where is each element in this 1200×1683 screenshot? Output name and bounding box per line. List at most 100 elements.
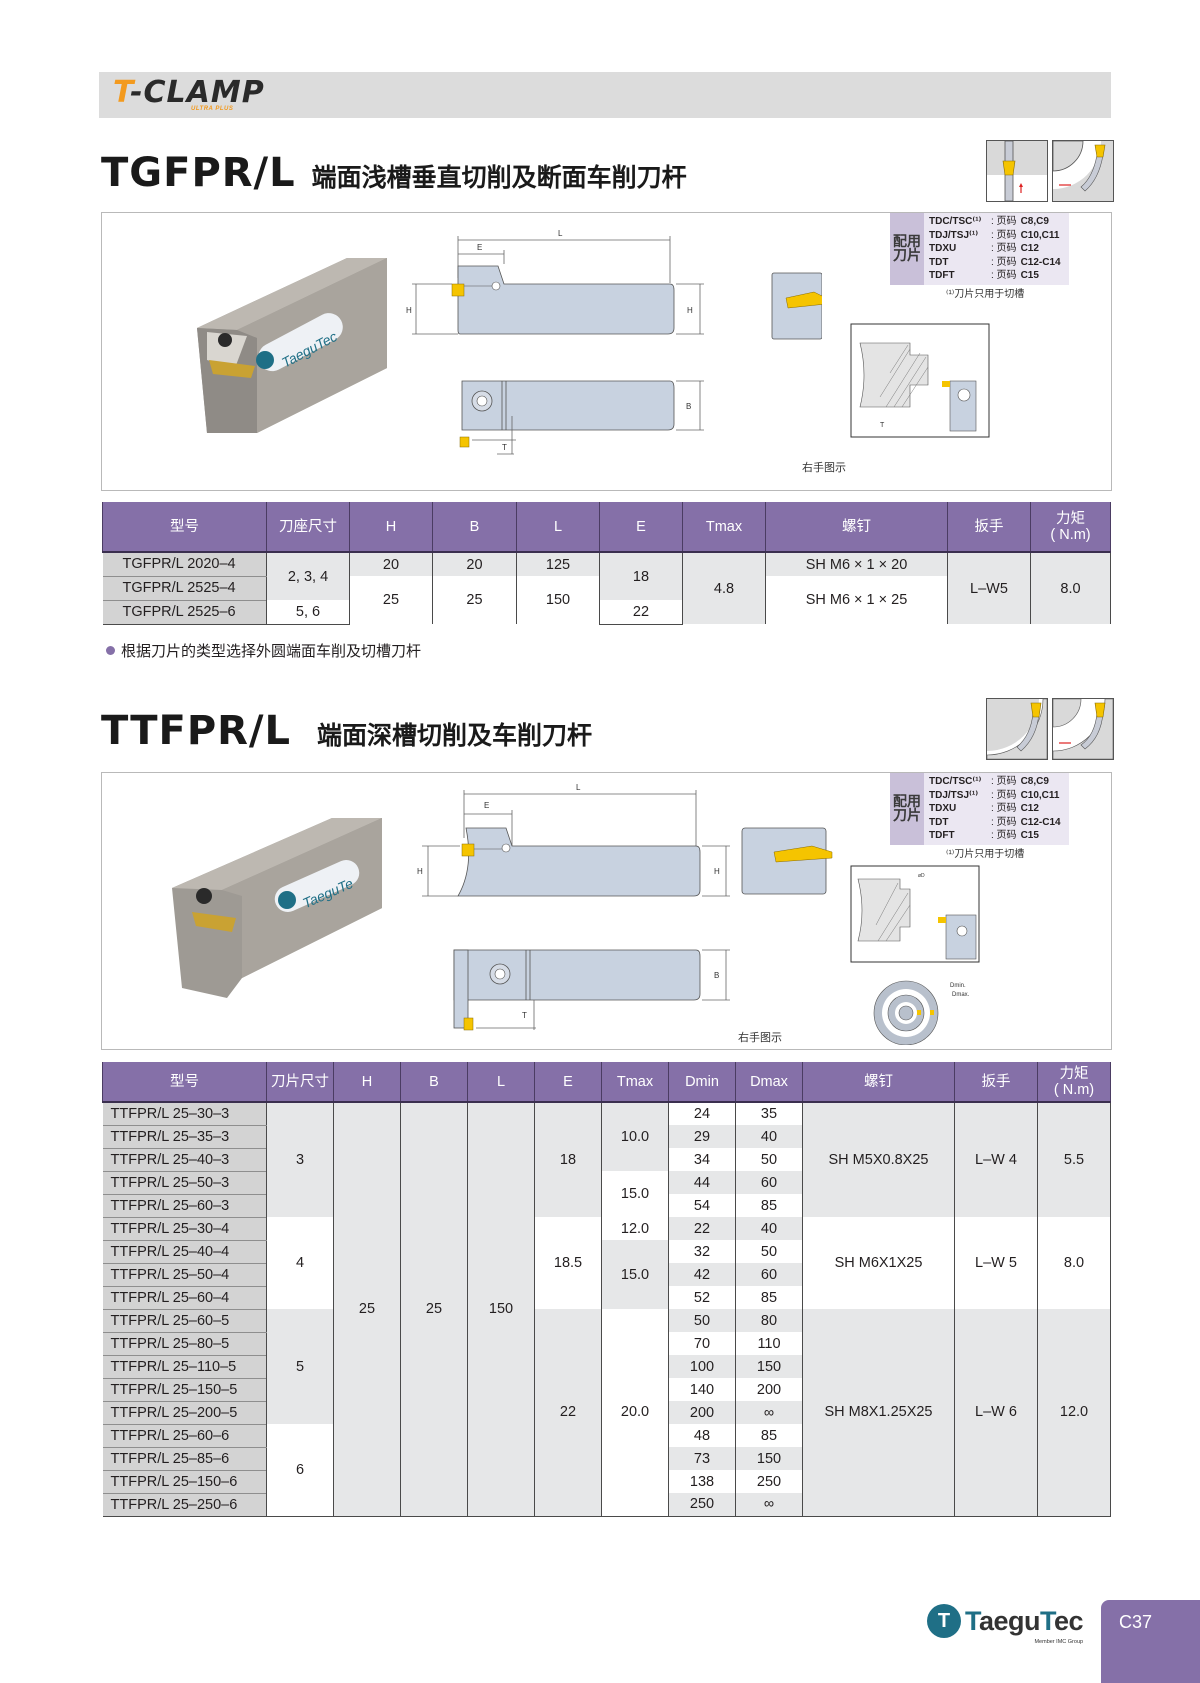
section2-figure-box: TaeguTe L E H H B T <box>101 772 1112 1050</box>
screw-cell: SH M6X1X25 <box>802 1217 955 1309</box>
dmax-cell: 110 <box>735 1332 803 1355</box>
header-e: E <box>534 1062 602 1102</box>
dmin-cell: 70 <box>668 1332 736 1355</box>
header-seat-size: 刀座尺寸 <box>266 502 350 552</box>
tmax-cell: 10.0 <box>601 1102 669 1171</box>
torque-cell: 12.0 <box>1037 1309 1111 1517</box>
model-cell: TTFPR/L 25–60–3 <box>102 1194 267 1218</box>
header-tmax: Tmax <box>682 502 766 552</box>
section1-application-thumbnails <box>986 140 1114 202</box>
header-torque: 力矩 ( N.m) <box>1037 1062 1111 1102</box>
e-cell: 22 <box>534 1309 602 1517</box>
dim-label-E: E <box>477 243 482 252</box>
dmin-cell: 34 <box>668 1148 736 1171</box>
e-cell: 18 <box>534 1102 602 1217</box>
section2-dimension-drawing: L E H H B T <box>417 783 833 1031</box>
torque-cell: 5.5 <box>1037 1102 1111 1217</box>
svg-text:E: E <box>484 801 489 810</box>
section2-spec-table: 型号 刀片尺寸 H B L E Tmax Dmin Dmax 螺钉 扳手 力矩 … <box>102 1062 1111 1517</box>
section1-figure-caption: 右手图示 <box>802 462 846 474</box>
tmax-cell: 20.0 <box>601 1309 669 1517</box>
section1-title: 端面浅槽垂直切削及断面车削刀杆 <box>311 163 687 192</box>
h-cell: 25 <box>333 1102 401 1517</box>
header-b: B <box>400 1062 468 1102</box>
insert-size-cell: 6 <box>266 1424 334 1517</box>
dmax-cell: 40 <box>735 1125 803 1148</box>
model-cell: TTFPR/L 25–60–4 <box>102 1286 267 1310</box>
section1-heading: TGFPR/L 端面浅槽垂直切削及断面车削刀杆 <box>101 150 687 196</box>
section2-figure-caption: 右手图示 <box>738 1032 782 1044</box>
dmin-cell: 48 <box>668 1424 736 1447</box>
header-key: 扳手 <box>947 502 1031 552</box>
dmin-cell: 29 <box>668 1125 736 1148</box>
model-cell: TGFPR/L 2525–4 <box>102 576 267 601</box>
header-tmax: Tmax <box>601 1062 669 1102</box>
dmin-cell: 140 <box>668 1378 736 1401</box>
svg-text:H: H <box>687 306 693 315</box>
screw-cell: SH M5X0.8X25 <box>802 1102 955 1217</box>
svg-text:H: H <box>714 867 720 876</box>
ttfpr-tool-holder-photo: TaeguTe <box>172 818 382 998</box>
header-h: H <box>333 1062 401 1102</box>
header-key: 扳手 <box>954 1062 1038 1102</box>
svg-text:øD: øD <box>918 873 925 879</box>
dmax-cell: 80 <box>735 1309 803 1332</box>
page-number: C37 <box>1119 1612 1153 1632</box>
model-cell: TTFPR/L 25–30–4 <box>102 1217 267 1241</box>
torque-cell: 8.0 <box>1030 552 1111 624</box>
dmin-cell: 42 <box>668 1263 736 1286</box>
dmin-cell: 54 <box>668 1194 736 1217</box>
model-cell: TGFPR/L 2020–4 <box>102 552 267 577</box>
model-cell: TTFPR/L 25–150–5 <box>102 1378 267 1402</box>
l-cell: 150 <box>516 576 600 624</box>
key-cell: L–W 4 <box>954 1102 1038 1217</box>
section1-workpiece-detail: T <box>850 323 990 438</box>
tgfpr-tool-holder-photo: TaeguTec <box>197 258 387 433</box>
header-screw: 螺钉 <box>802 1062 955 1102</box>
svg-text:T: T <box>522 1011 527 1020</box>
section1-selection-note: 根据刀片的类型选择外圆端面车削及切槽刀杆 <box>106 640 421 661</box>
taegutec-logo-icon: T <box>927 1604 961 1638</box>
header-e: E <box>599 502 683 552</box>
model-cell: TTFPR/L 25–30–3 <box>102 1102 267 1126</box>
header-l: L <box>516 502 600 552</box>
dmax-cell: 250 <box>735 1470 803 1493</box>
svg-text:H: H <box>417 867 423 876</box>
section1-figure-box: TaeguTec L E H H B T <box>101 212 1112 491</box>
b-cell: 20 <box>432 552 517 576</box>
dmax-cell: 35 <box>735 1102 803 1125</box>
screw-cell: SH M6 × 1 × 20 <box>765 552 948 576</box>
dmin-cell: 200 <box>668 1401 736 1424</box>
header-dmax: Dmax <box>735 1062 803 1102</box>
dim-label-dmax: Dmax. <box>952 992 970 998</box>
seat-size-cell: 5, 6 <box>266 600 350 625</box>
dmax-cell: 85 <box>735 1424 803 1447</box>
table-row: TGFPR/L 2020–4 2, 3, 4 20 20 125 18 4.8 … <box>102 552 1111 624</box>
dmax-cell: 150 <box>735 1355 803 1378</box>
model-cell: TGFPR/L 2525–6 <box>102 600 267 625</box>
table-row: TGFPR/L 2525–4 25 25 150 SH M6 × 1 × 25 <box>102 576 1111 624</box>
dmax-cell: ∞ <box>735 1401 803 1424</box>
header-insert-size: 刀片尺寸 <box>266 1062 334 1102</box>
table-header-row: 型号 刀片尺寸 H B L E Tmax Dmin Dmax 螺钉 扳手 力矩 … <box>102 1062 1111 1102</box>
vertical-grooving-icon <box>986 140 1048 202</box>
header-screw: 螺钉 <box>765 502 948 552</box>
t-clamp-logo: T-CLAMP <box>113 75 265 110</box>
model-cell: TTFPR/L 25–85–6 <box>102 1447 267 1471</box>
